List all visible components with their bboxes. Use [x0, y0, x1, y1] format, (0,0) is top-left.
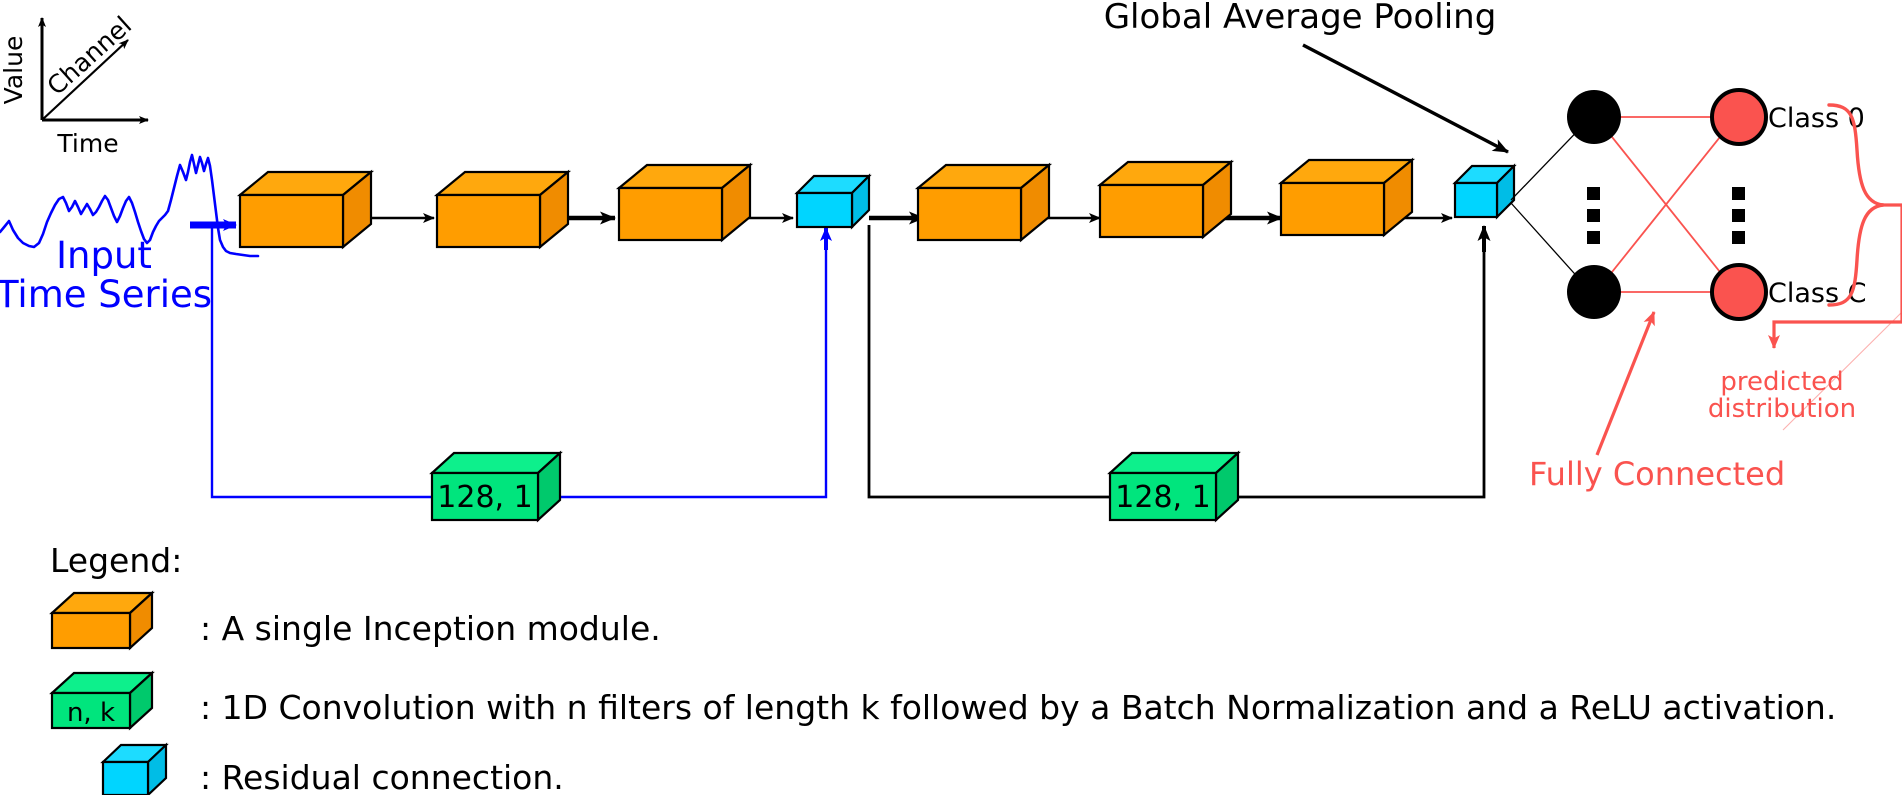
- legend-text-conv: : 1D Convolution with n filters of lengt…: [200, 688, 1836, 727]
- class-ellipsis: [1732, 187, 1745, 244]
- axis-time-label: Time: [56, 129, 118, 158]
- input-caption-line1: Input: [56, 234, 152, 277]
- gap-pointer-arrow: [1302, 43, 1509, 154]
- predicted-distribution-line1: predicted: [1720, 367, 1843, 397]
- legend-swatch-conv-label: n, k: [67, 698, 115, 728]
- inception-module-4[interactable]: [914, 162, 1053, 243]
- input-time-series-plot: [0, 153, 260, 258]
- shortcut-conv-block-2[interactable]: 128, 1: [1107, 450, 1241, 523]
- legend-text-inception: : A single Inception module.: [200, 609, 661, 648]
- gap-node-last[interactable]: [1567, 265, 1621, 319]
- fully-connected-pointer-arrow: [1595, 311, 1656, 456]
- inception-module-5[interactable]: [1096, 159, 1235, 240]
- fully-connected-edges: [1595, 116, 1737, 293]
- class-node-last[interactable]: [1710, 263, 1768, 321]
- predicted-distribution-brace: [1827, 103, 1885, 307]
- inception-module-6[interactable]: [1277, 157, 1416, 238]
- inception-module-3[interactable]: [615, 162, 754, 243]
- legend-text-residual: : Residual connection.: [200, 758, 564, 795]
- shortcut-conv-2-label: 128, 1: [1115, 480, 1210, 515]
- axis-value-label: Value: [0, 36, 28, 105]
- legend-swatch-residual: [100, 742, 169, 795]
- legend-swatch-conv: n, k: [49, 670, 155, 731]
- inception-module-1[interactable]: [236, 169, 375, 250]
- input-caption-line2: Time Series: [0, 273, 212, 316]
- global-average-pooling-title: Global Average Pooling: [1104, 0, 1497, 37]
- legend-swatch-inception: [49, 590, 155, 651]
- input-axes: [38, 17, 149, 124]
- gap-node-first[interactable]: [1567, 90, 1621, 144]
- gap-fanout-lines: [1510, 116, 1592, 293]
- predicted-distribution-pointer: [1768, 203, 1902, 431]
- inception-module-2[interactable]: [433, 169, 572, 250]
- shortcut-conv-block-1[interactable]: 128, 1: [429, 450, 563, 523]
- residual-connection-1[interactable]: [794, 173, 872, 230]
- axis-channel-label: Channel: [41, 11, 137, 101]
- class-node-first[interactable]: [1710, 88, 1768, 146]
- shortcut-conv-1-label: 128, 1: [437, 480, 532, 515]
- predicted-distribution-line2: distribution: [1708, 394, 1856, 424]
- gap-ellipsis: [1587, 187, 1600, 244]
- residual-connection-2[interactable]: [1452, 163, 1517, 220]
- class-first-label: Class 0: [1768, 103, 1865, 134]
- fully-connected-label: Fully Connected: [1529, 455, 1785, 493]
- legend-heading: Legend:: [50, 541, 182, 580]
